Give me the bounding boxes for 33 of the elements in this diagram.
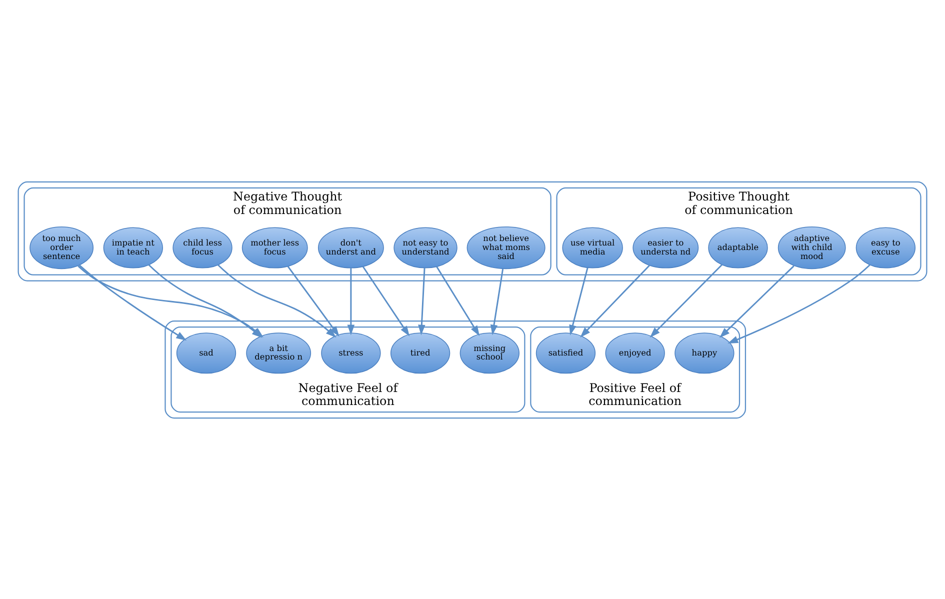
arrow [79, 264, 187, 340]
node-ellipse: too much order sentence [30, 226, 94, 269]
node-ellipse: satisfied [536, 332, 596, 374]
arrow [362, 266, 410, 336]
node-ellipse: enjoyed [605, 332, 665, 374]
node-ellipse: child less focus [172, 226, 232, 268]
node-ellipse: use virtual media [562, 226, 623, 268]
node-ellipse: adaptable [708, 226, 768, 268]
node-ellipse: a bit depressio n [246, 332, 312, 374]
node-ellipse: happy [674, 332, 734, 374]
arrow [347, 268, 355, 335]
arrow [580, 264, 650, 337]
arrow [436, 266, 480, 336]
arrow [490, 268, 504, 335]
node-ellipse: adaptive with child mood [778, 226, 846, 269]
arrow [287, 265, 340, 336]
node-ellipse: stress [321, 332, 381, 374]
node-ellipse: tired [390, 332, 450, 374]
cluster [18, 180, 928, 281]
arrow [650, 264, 722, 338]
cluster [164, 320, 746, 418]
arrow [728, 264, 870, 344]
node-ellipse: missing school [460, 332, 520, 374]
arrow [569, 267, 588, 335]
node-ellipse: mother less focus [242, 226, 308, 268]
arrow [719, 264, 794, 338]
node-ellipse: don't underst and [318, 226, 384, 268]
node-ellipse: easy to excuse [856, 226, 916, 268]
node-ellipse: impatie nt in teach [103, 226, 163, 268]
arrow [418, 268, 426, 335]
node-ellipse: not believe what moms said [466, 226, 546, 269]
node-ellipse: easier to understa nd [632, 226, 699, 268]
node-ellipse: not easy to understand [394, 226, 458, 268]
